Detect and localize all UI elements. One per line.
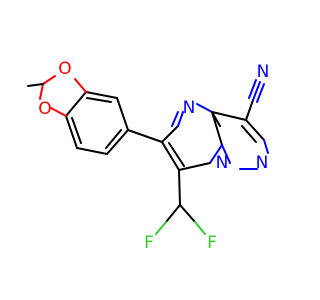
bond <box>245 119 265 141</box>
nitrogen-atom-bridge: N <box>216 153 229 173</box>
benzene-ring <box>65 91 129 155</box>
bond <box>165 204 181 223</box>
bond <box>76 147 108 155</box>
triple-bond <box>252 81 261 101</box>
molecule-canvas: O O N N N N F F <box>27 59 270 253</box>
bond <box>155 221 167 235</box>
bond <box>178 169 181 206</box>
bond <box>178 162 211 171</box>
bond <box>209 144 223 164</box>
triple-bond <box>248 79 257 99</box>
bond <box>85 91 118 99</box>
bond <box>161 141 180 171</box>
fluorine-atom-right: F <box>207 233 217 253</box>
bond <box>106 129 129 155</box>
bond <box>74 78 87 93</box>
nitrogen-atom-ring-right: N <box>256 153 269 173</box>
oxygen-atom-top: O <box>58 59 71 79</box>
dioxole-ring <box>27 75 87 117</box>
bond <box>50 107 67 117</box>
double-bond <box>171 111 179 127</box>
bond <box>211 111 223 146</box>
linker-bond <box>127 129 163 143</box>
bond <box>245 99 254 121</box>
double-bond <box>168 142 185 167</box>
double-bond <box>86 97 112 103</box>
double-bond <box>105 129 122 149</box>
bond <box>177 111 184 127</box>
bond <box>161 125 179 143</box>
bond <box>211 111 247 121</box>
molecule-structure: O O N N N N F F <box>27 59 270 253</box>
nitrogen-atom-ring-top: N <box>183 98 196 118</box>
bond <box>65 115 78 149</box>
pyrazole-ring <box>211 111 269 170</box>
bond <box>263 139 269 154</box>
bond <box>116 97 129 131</box>
bond <box>196 103 213 113</box>
bond <box>179 204 196 223</box>
bond <box>39 83 44 100</box>
bond <box>27 83 44 87</box>
bond <box>42 75 56 85</box>
triple-bond <box>256 83 265 103</box>
pyrimidine-ring <box>161 103 223 171</box>
nitrile-group <box>245 79 265 121</box>
nitrogen-atom-nitrile: N <box>257 62 270 82</box>
oxygen-atom-bottom: O <box>38 99 51 119</box>
bond <box>221 144 231 164</box>
fluorine-atom-left: F <box>144 233 154 253</box>
bond <box>194 221 206 235</box>
double-bond <box>241 125 257 143</box>
bond <box>65 91 87 117</box>
difluoromethyl-group <box>155 169 206 235</box>
double-bond <box>71 117 82 144</box>
